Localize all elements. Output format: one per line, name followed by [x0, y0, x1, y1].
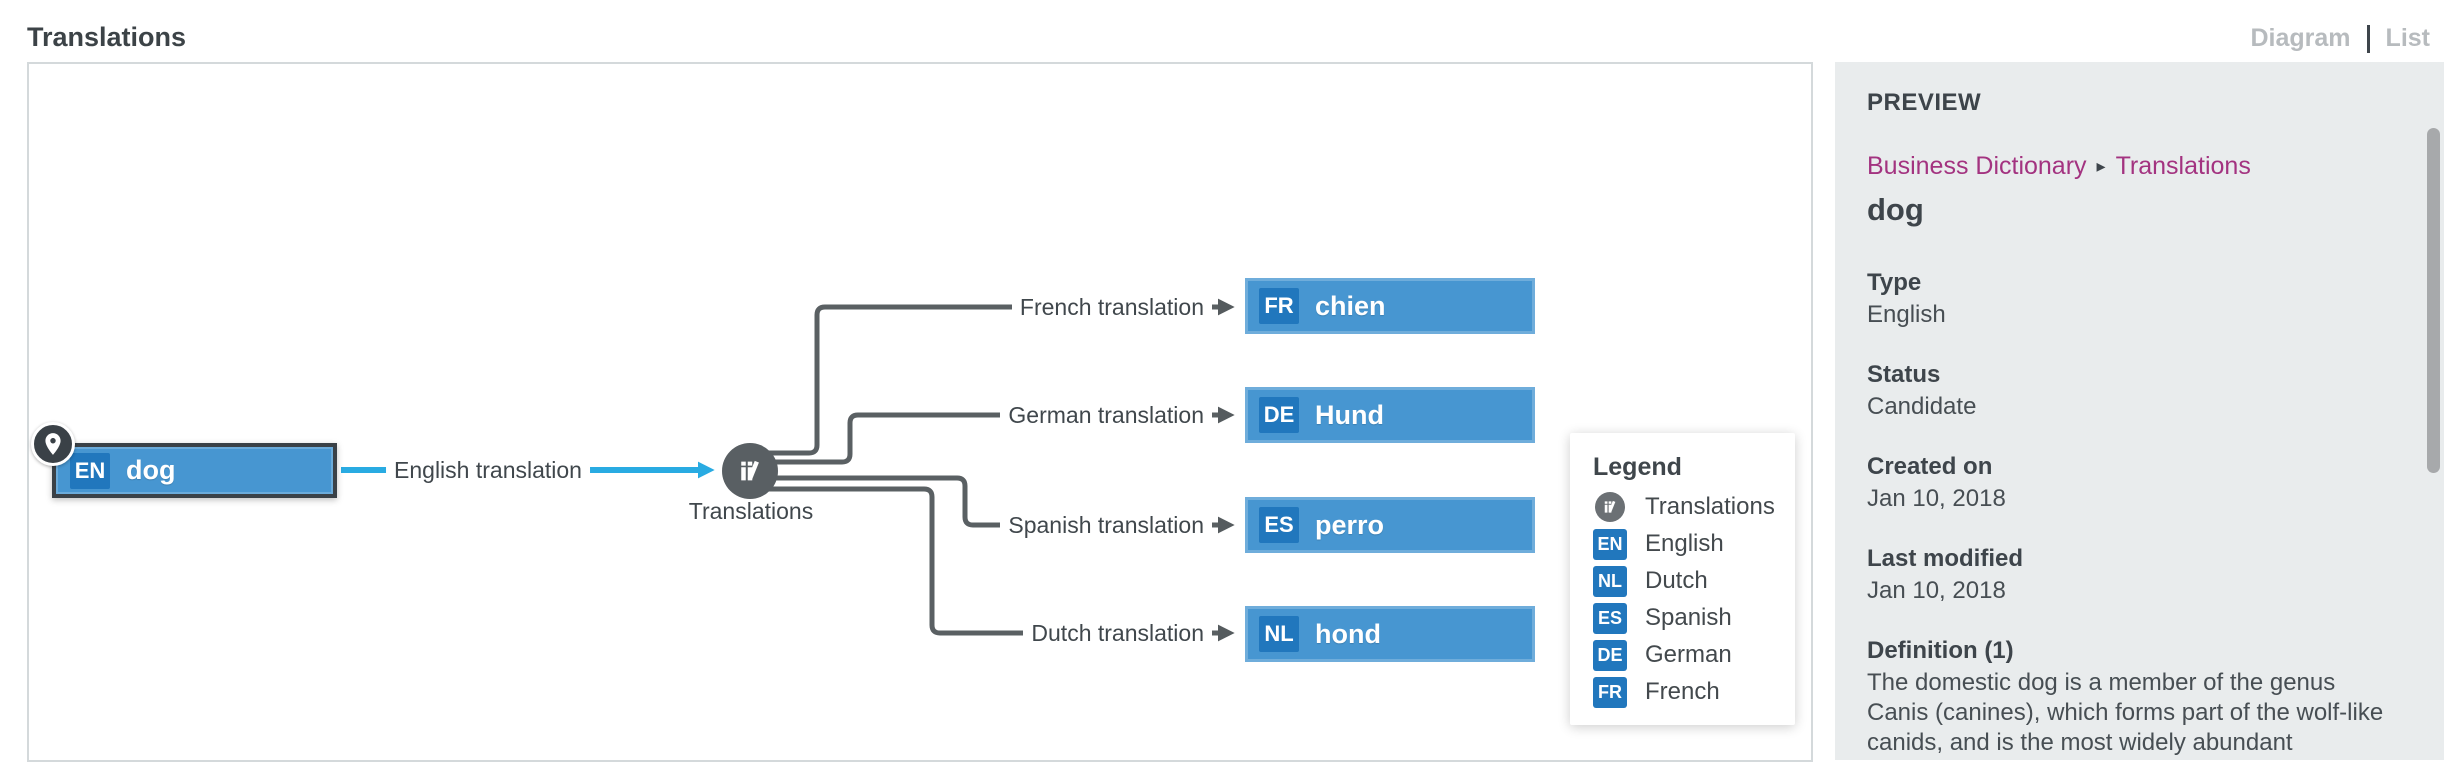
edge-label-french-translation: French translation [1011, 291, 1212, 323]
lang-badge-de: DE [1593, 639, 1627, 671]
node-translations-hub[interactable] [722, 443, 778, 499]
lang-badge-en: EN [1593, 528, 1627, 560]
breadcrumb-current-link[interactable]: Translations [2115, 152, 2251, 180]
field-created-on: Created on Jan 10, 2018 [1867, 453, 2006, 512]
legend-title: Legend [1593, 453, 1682, 481]
lang-badge-de: DE [1259, 397, 1299, 433]
lang-badge-es: ES [1593, 602, 1627, 634]
node-dog-en[interactable]: EN dog [31, 422, 337, 498]
lang-badge-fr: FR [1259, 288, 1299, 324]
term-label: Hund [1315, 399, 1384, 430]
node-chien-fr[interactable]: FR chien [1245, 278, 1535, 334]
node-hond-nl[interactable]: NL hond [1245, 606, 1535, 662]
legend-item-label: Dutch [1645, 567, 1708, 594]
lang-badge-es: ES [1259, 507, 1299, 543]
tab-diagram[interactable]: Diagram [2250, 24, 2351, 52]
preview-asset-title: dog [1867, 192, 1924, 227]
legend-item-french: FR French [1593, 676, 1795, 708]
legend-item-label: French [1645, 678, 1720, 705]
node-hund-de[interactable]: DE Hund [1245, 387, 1535, 443]
breadcrumb-separator-icon: ▸ [2096, 156, 2106, 176]
edge-label-german-translation: German translation [1000, 399, 1212, 431]
legend-item-german: DE German [1593, 639, 1795, 671]
preview-fields: Type English Status Candidate Created on… [1867, 268, 2388, 760]
view-toggle: Diagram List [2250, 24, 2430, 53]
field-definition: Definition (1) The domestic dog is a mem… [1867, 637, 2384, 760]
tab-list[interactable]: List [2385, 24, 2430, 52]
field-type: Type English [1867, 269, 1946, 328]
breadcrumb-parent-link[interactable]: Business Dictionary [1867, 152, 2087, 180]
legend-item-label: Spanish [1645, 604, 1732, 631]
lang-badge-nl: NL [1593, 565, 1627, 597]
location-pin-icon [31, 422, 75, 466]
legend-item-label: Translations [1645, 493, 1775, 520]
term-label: perro [1315, 509, 1385, 540]
edge-label-dutch-translation: Dutch translation [1023, 617, 1212, 649]
field-status: Status Candidate [1867, 361, 1977, 420]
legend-item-translations: Translations [1593, 492, 1795, 522]
legend-item-dutch: NL Dutch [1593, 565, 1795, 597]
field-last-modified: Last modified Jan 10, 2018 [1867, 545, 2024, 604]
legend-item-spanish: ES Spanish [1593, 602, 1795, 634]
term-label: hond [1315, 618, 1381, 649]
edge-label-spanish-translation: Spanish translation [1000, 509, 1212, 541]
books-icon [1595, 492, 1625, 522]
term-label: dog [126, 455, 176, 485]
legend-item-label: German [1645, 641, 1732, 668]
term-label: chien [1315, 290, 1386, 321]
hub-node-label: Translations [688, 498, 814, 524]
scrollbar-thumb[interactable] [2427, 128, 2440, 473]
lang-badge-nl: NL [1259, 616, 1299, 652]
books-icon [741, 460, 759, 481]
lang-badge-fr: FR [1593, 676, 1627, 708]
edge-label-english-translation: English translation [386, 454, 590, 486]
page-title: Translations [27, 22, 187, 52]
preview-panel: PREVIEW Business Dictionary ▸ Translations… [1835, 62, 2444, 760]
node-perro-es[interactable]: ES perro [1245, 497, 1535, 553]
legend-item-label: English [1645, 530, 1724, 557]
toggle-separator [2366, 24, 2370, 53]
preview-heading: PREVIEW [1867, 89, 1982, 116]
breadcrumb: Business Dictionary ▸ Translations [1867, 150, 2388, 182]
lang-badge-en: EN [70, 452, 110, 489]
legend-item-english: EN English [1593, 528, 1795, 560]
legend: Legend Translations EN English NL Dutch … [1570, 433, 1795, 725]
diagram-canvas[interactable] [27, 62, 1813, 762]
